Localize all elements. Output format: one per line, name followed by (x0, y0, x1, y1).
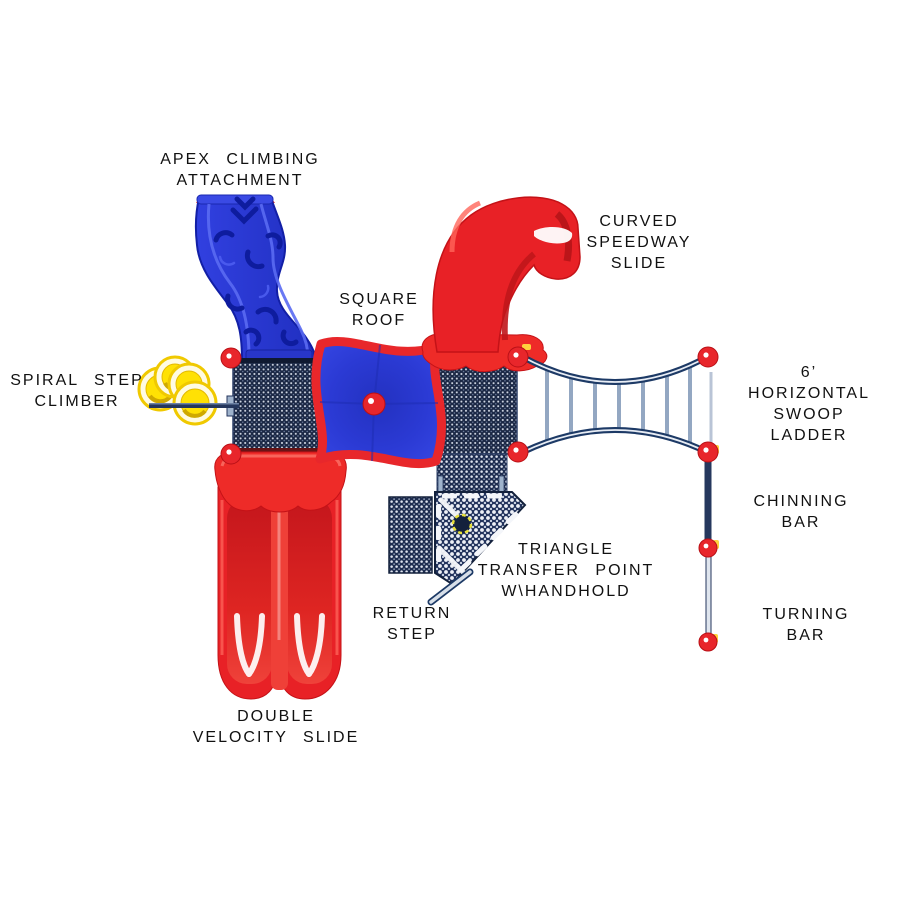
double-velocity-slide-graphic (214, 448, 347, 700)
label-turning-bar: TURNING BAR (762, 606, 850, 644)
apex-climber-graphic (194, 194, 317, 365)
return-step-graphic (427, 568, 474, 606)
roof-center-ball (362, 392, 386, 416)
spiral-step-climber-graphic (137, 355, 239, 426)
chinning-bar-graphic (704, 453, 712, 549)
label-curved-speedway-slide: CURVED SPEEDWAY SLIDE (586, 213, 692, 272)
triangle-transfer-graphic (434, 491, 527, 586)
turning-bar-graphic (705, 551, 712, 644)
label-apex-climbing-attachment: APEX CLIMBING ATTACHMENT (160, 151, 320, 189)
label-return-step: RETURN STEP (372, 605, 452, 643)
label-chinning-bar: CHINNING BAR (753, 493, 849, 531)
post-cap-balls (220, 346, 719, 652)
right-deck (432, 358, 518, 455)
label-double-velocity-slide: DOUBLE VELOCITY SLIDE (192, 708, 360, 746)
curved-speedway-slide-graphic (421, 196, 581, 373)
label-square-roof: SQUARE ROOF (339, 291, 419, 329)
side-step-panel (388, 496, 433, 574)
deck-extension (436, 453, 508, 495)
label-spiral-step-climber: SPIRAL STEP CLIMBER (10, 372, 144, 410)
swoop-ladder-graphic (521, 354, 713, 455)
label-triangle-transfer-point: TRIANGLE TRANSFER POINT W\HANDHOLD (477, 541, 655, 600)
label-swoop-ladder: 6’ HORIZONTAL SWOOP LADDER (748, 364, 870, 444)
